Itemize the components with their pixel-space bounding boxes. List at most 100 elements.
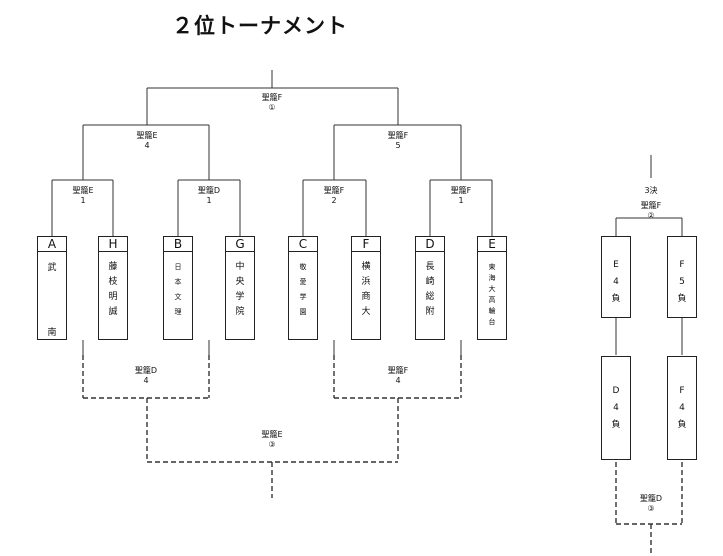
box-line: F: [679, 260, 685, 270]
third-place-box-2: F 5 負: [667, 236, 697, 318]
match-number: ②: [647, 211, 655, 220]
team-code: C: [289, 237, 317, 252]
team-name: 東 海 大 高 輪 台: [478, 262, 506, 328]
team-name-char: 日: [174, 263, 182, 271]
final-label: 聖籠F ①: [242, 93, 302, 113]
quarter-1-label: 聖籠E 1: [53, 186, 113, 206]
box-line: D: [612, 386, 620, 396]
match-number: 1: [206, 196, 212, 205]
match-venue: 聖籠F: [640, 201, 662, 210]
quarter-3-label: 聖籠F 2: [304, 186, 364, 206]
team-code: E: [478, 237, 506, 252]
team-box-b: B 日 本 文 理: [163, 236, 193, 340]
consolation-final-label: 聖籠E ③: [242, 430, 302, 450]
match-venue: 聖籠E: [261, 430, 283, 439]
match-number: 4: [143, 376, 149, 385]
match-venue: 聖籠F: [323, 186, 345, 195]
team-name-char: 文: [174, 293, 182, 301]
quarter-2-label: 聖籠D 1: [179, 186, 239, 206]
match-venue: 聖籠F: [387, 131, 409, 140]
team-code: B: [164, 237, 192, 252]
team-name-char: 長: [425, 262, 435, 272]
match-number: 4: [144, 141, 150, 150]
box-line: E: [613, 260, 619, 270]
semi-left-label: 聖籠E 4: [117, 131, 177, 151]
third-place-title: 3決: [644, 186, 658, 195]
box-line: 負: [611, 420, 621, 430]
team-name-char: 崎: [425, 277, 435, 287]
third-place-box-1: E 4 負: [601, 236, 631, 318]
match-venue: 聖籠D: [134, 366, 158, 375]
team-code: A: [38, 237, 66, 252]
box-line: 4: [613, 277, 619, 287]
team-name-char: 明: [108, 292, 118, 302]
semi-right-label: 聖籠F 5: [368, 131, 428, 151]
team-name-char: 藤: [108, 262, 118, 272]
team-name-char: 学: [299, 293, 307, 301]
team-code: D: [416, 237, 444, 252]
team-box-f: F 横 浜 商 大: [351, 236, 381, 340]
box-line: 4: [613, 403, 619, 413]
match-number: ③: [268, 440, 276, 449]
team-name: 中 央 学 院: [226, 260, 254, 320]
team-name-char: 総: [425, 292, 435, 302]
team-box-a: A 武 南: [37, 236, 67, 340]
third-place-box-3: D 4 負: [601, 356, 631, 460]
team-name: 藤 枝 明 誠: [99, 260, 127, 320]
match-venue: 聖籠F: [387, 366, 409, 375]
team-name-char: 園: [299, 308, 307, 316]
box-line: 負: [611, 294, 621, 304]
team-code: F: [352, 237, 380, 252]
third-place-box-4: F 4 負: [667, 356, 697, 460]
third-place-label: 3決 聖籠F ②: [621, 186, 681, 221]
match-venue: 聖籠D: [197, 186, 221, 195]
team-name-char: 中: [235, 262, 245, 272]
team-box-c: C 敬 愛 学 園: [288, 236, 318, 340]
team-name-char: 南: [47, 328, 57, 338]
match-venue: 聖籠F: [261, 93, 283, 102]
team-name-char: 商: [361, 292, 371, 302]
team-name: 敬 愛 学 園: [289, 260, 317, 320]
team-name: 長 崎 総 附: [416, 260, 444, 320]
team-name-char: 輪: [488, 307, 496, 315]
page-title: ２位トーナメント: [172, 14, 348, 38]
match-number: 4: [395, 376, 401, 385]
team-code: H: [99, 237, 127, 252]
match-number: ①: [268, 103, 276, 112]
team-name-char: 東: [488, 263, 496, 271]
box-line: 5: [679, 277, 685, 287]
match-number: 2: [331, 196, 337, 205]
team-name-char: 学: [235, 292, 245, 302]
box-line: F: [679, 386, 685, 396]
team-name-char: 央: [235, 277, 245, 287]
match-venue: 聖籠D: [639, 494, 663, 503]
consolation-left-label: 聖籠D 4: [116, 366, 176, 386]
match-venue: 聖籠E: [72, 186, 94, 195]
team-name-char: 大: [361, 307, 371, 317]
team-box-d: D 長 崎 総 附: [415, 236, 445, 340]
match-venue: 聖籠E: [136, 131, 158, 140]
team-name-char: 院: [235, 307, 245, 317]
team-name-char: 本: [174, 278, 182, 286]
box-line: 負: [677, 420, 687, 430]
quarter-4-label: 聖籠F 1: [431, 186, 491, 206]
team-box-g: G 中 央 学 院: [225, 236, 255, 340]
team-box-e: E 東 海 大 高 輪 台: [477, 236, 507, 340]
box-line: 負: [677, 294, 687, 304]
match-number: 1: [458, 196, 464, 205]
match-venue: 聖籠F: [450, 186, 472, 195]
team-name: 日 本 文 理: [164, 260, 192, 320]
team-name-char: 台: [488, 318, 496, 326]
team-name-char: 高: [488, 296, 496, 304]
team-name-char: 大: [488, 285, 496, 293]
team-name-char: 理: [174, 308, 182, 316]
team-name-char: 枝: [108, 277, 118, 287]
team-name: 横 浜 商 大: [352, 260, 380, 320]
team-name-char: 敬: [299, 263, 307, 271]
team-name: 武 南: [38, 260, 66, 338]
team-name-char: 誠: [108, 307, 118, 317]
team-name-char: 武: [47, 263, 57, 273]
team-name-char: 愛: [299, 278, 307, 286]
